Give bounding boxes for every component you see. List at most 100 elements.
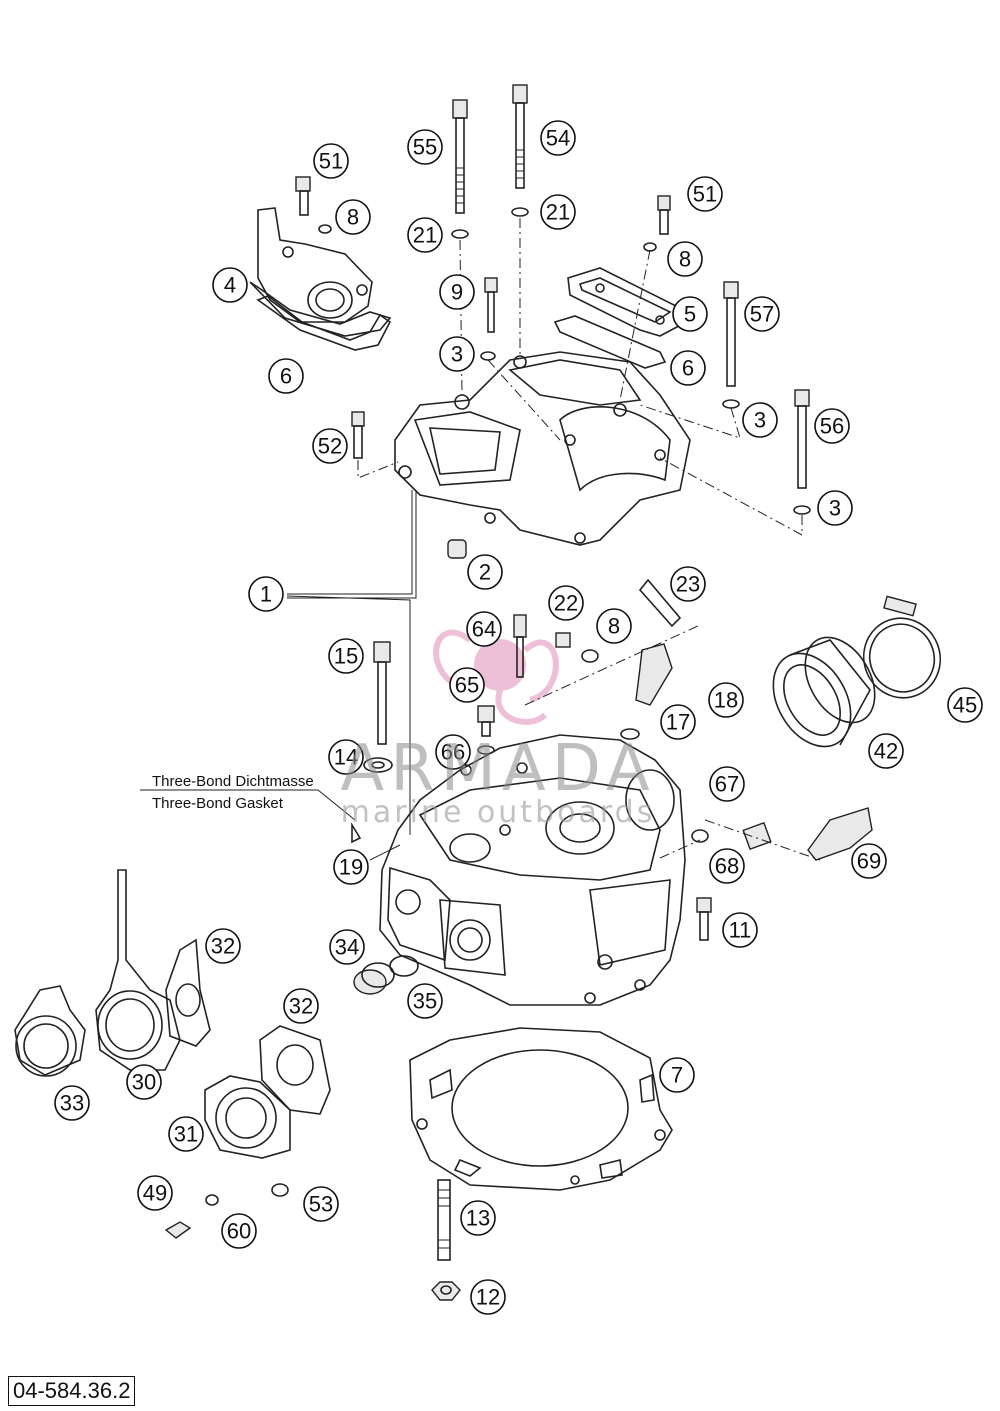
cylinder-head — [379, 734, 686, 1006]
callout-67[interactable]: 67 — [709, 766, 745, 802]
callout-34[interactable]: 34 — [329, 929, 365, 965]
sensors-and-fittings — [477, 578, 873, 941]
callout-51[interactable]: 51 — [687, 176, 723, 212]
svg-text:32: 32 — [289, 994, 313, 1019]
callout-56[interactable]: 56 — [814, 408, 850, 444]
svg-text:11: 11 — [729, 918, 752, 943]
callout-31[interactable]: 31 — [168, 1116, 204, 1152]
callout-22[interactable]: 22 — [548, 585, 584, 621]
callout-55[interactable]: 55 — [407, 129, 443, 165]
callout-18[interactable]: 18 — [708, 682, 744, 718]
callout-23[interactable]: 23 — [670, 566, 706, 602]
callout-54[interactable]: 54 — [540, 120, 576, 156]
svg-text:56: 56 — [820, 414, 844, 439]
callout-32[interactable]: 32 — [205, 928, 241, 964]
callout-52[interactable]: 52 — [312, 428, 348, 464]
drawing-number: 04-584.36.2 — [8, 1376, 136, 1406]
callout-69[interactable]: 69 — [851, 843, 887, 879]
svg-text:13: 13 — [466, 1206, 490, 1231]
svg-text:8: 8 — [347, 205, 359, 230]
callout-3[interactable]: 3 — [817, 490, 853, 526]
svg-text:3: 3 — [451, 342, 463, 367]
bolt-15-washer-14 — [363, 641, 393, 773]
exhaust-flanges — [14, 869, 331, 1159]
callout-49[interactable]: 49 — [137, 1175, 173, 1211]
svg-text:19: 19 — [339, 855, 363, 880]
svg-text:21: 21 — [413, 223, 437, 248]
callout-6[interactable]: 6 — [670, 350, 706, 386]
svg-text:33: 33 — [60, 1091, 84, 1116]
callout-19-leader — [369, 844, 401, 861]
cover-plate-part-5 — [567, 267, 692, 337]
callout-32[interactable]: 32 — [283, 988, 319, 1024]
bolts-top — [295, 84, 811, 559]
callout-60[interactable]: 60 — [221, 1213, 257, 1249]
callout-51[interactable]: 51 — [313, 143, 349, 179]
callout-13[interactable]: 13 — [460, 1200, 496, 1236]
svg-text:21: 21 — [546, 200, 570, 225]
callout-42[interactable]: 42 — [868, 733, 904, 769]
svg-text:5: 5 — [684, 302, 696, 327]
callout-66[interactable]: 66 — [435, 734, 471, 770]
callout-9[interactable]: 9 — [439, 274, 475, 310]
svg-text:55: 55 — [413, 135, 437, 160]
callout-21[interactable]: 21 — [540, 194, 576, 230]
svg-text:6: 6 — [280, 364, 292, 389]
plug-34-oring-35 — [353, 955, 419, 995]
svg-text:8: 8 — [679, 247, 691, 272]
callout-45[interactable]: 45 — [947, 687, 983, 723]
svg-text:7: 7 — [671, 1063, 683, 1088]
svg-text:49: 49 — [143, 1181, 167, 1206]
callout-6[interactable]: 6 — [268, 358, 304, 394]
cylinder-head-cover — [394, 351, 691, 546]
callout-1-leaders — [286, 490, 417, 835]
callout-8[interactable]: 8 — [667, 241, 703, 277]
svg-text:9: 9 — [451, 280, 463, 305]
callout-4[interactable]: 4 — [212, 267, 248, 303]
svg-text:15: 15 — [334, 644, 358, 669]
callout-21[interactable]: 21 — [407, 217, 443, 253]
intake-boot-and-clamp — [772, 595, 942, 748]
callout-3[interactable]: 3 — [742, 402, 778, 438]
callout-64[interactable]: 64 — [466, 611, 502, 647]
callout-8[interactable]: 8 — [596, 608, 632, 644]
svg-text:42: 42 — [874, 739, 898, 764]
callout-57[interactable]: 57 — [744, 296, 780, 332]
svg-text:52: 52 — [318, 434, 342, 459]
callout-14[interactable]: 14 — [328, 739, 364, 775]
callout-68[interactable]: 68 — [709, 848, 745, 884]
callout-15[interactable]: 15 — [328, 638, 364, 674]
svg-text:57: 57 — [750, 302, 774, 327]
callout-65[interactable]: 65 — [449, 667, 485, 703]
callout-11[interactable]: 11 — [722, 912, 758, 948]
callout-12[interactable]: 12 — [470, 1279, 506, 1315]
svg-text:14: 14 — [334, 745, 358, 770]
callout-33[interactable]: 33 — [54, 1085, 90, 1121]
callout-35[interactable]: 35 — [407, 983, 443, 1019]
svg-text:51: 51 — [319, 149, 343, 174]
callout-2[interactable]: 2 — [467, 554, 503, 590]
svg-text:17: 17 — [666, 710, 690, 735]
svg-text:3: 3 — [829, 496, 841, 521]
svg-text:65: 65 — [455, 673, 479, 698]
callout-30[interactable]: 30 — [126, 1064, 162, 1100]
callout-1[interactable]: 1 — [248, 576, 284, 612]
svg-text:23: 23 — [676, 572, 700, 597]
small-parts-49-60-53 — [164, 1183, 289, 1239]
callout-8[interactable]: 8 — [335, 199, 371, 235]
callout-17[interactable]: 17 — [660, 704, 696, 740]
svg-text:18: 18 — [714, 688, 738, 713]
svg-text:35: 35 — [413, 989, 437, 1014]
callout-19[interactable]: 19 — [333, 849, 369, 885]
svg-text:67: 67 — [715, 772, 739, 797]
callout-3[interactable]: 3 — [439, 336, 475, 372]
svg-text:2: 2 — [479, 560, 491, 585]
svg-text:54: 54 — [546, 126, 570, 151]
callout-7[interactable]: 7 — [659, 1057, 695, 1093]
callout-53[interactable]: 53 — [303, 1186, 339, 1222]
callout-5[interactable]: 5 — [672, 296, 708, 332]
svg-text:64: 64 — [472, 617, 496, 642]
svg-text:31: 31 — [174, 1122, 198, 1147]
annotation-leader — [140, 789, 356, 821]
svg-text:51: 51 — [693, 182, 717, 207]
